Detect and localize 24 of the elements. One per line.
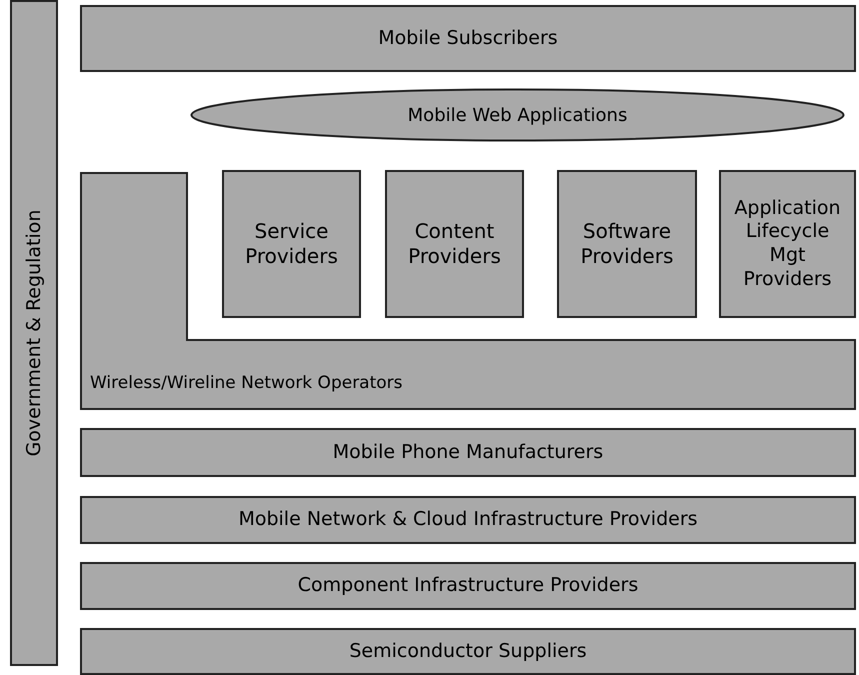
l-shaped-band — [80, 172, 856, 410]
ellipse-shape — [190, 88, 845, 142]
provider-box — [385, 170, 524, 318]
layer-label: Content Providers — [407, 219, 502, 269]
provider-box — [222, 170, 361, 318]
band-label: Wireless/Wireline Network Operators — [90, 372, 403, 394]
layer-label: Application Lifecycle Mgt Providers — [733, 196, 842, 292]
layer-band — [80, 628, 856, 675]
provider-box — [557, 170, 697, 318]
layer-band — [80, 496, 856, 544]
ellipse-label: Mobile Web Applications — [408, 104, 628, 128]
layer-band — [80, 562, 856, 610]
layer-label: Service Providers — [244, 219, 339, 269]
layer-label: Mobile Phone Manufacturers — [332, 440, 604, 464]
provider-box — [719, 170, 856, 318]
layer-label: Mobile Subscribers — [378, 26, 558, 50]
layer-label: Software Providers — [580, 219, 674, 269]
layer-band — [80, 5, 856, 72]
layer-band — [80, 428, 856, 477]
layer-label: Mobile Network & Cloud Infrastructure Providers — [238, 508, 698, 532]
band-label: Government & Regulation — [22, 210, 46, 456]
layer-label: Semiconductor Suppliers — [349, 640, 587, 664]
side-band — [10, 0, 58, 666]
layer-label: Component Infrastructure Providers — [298, 574, 638, 598]
